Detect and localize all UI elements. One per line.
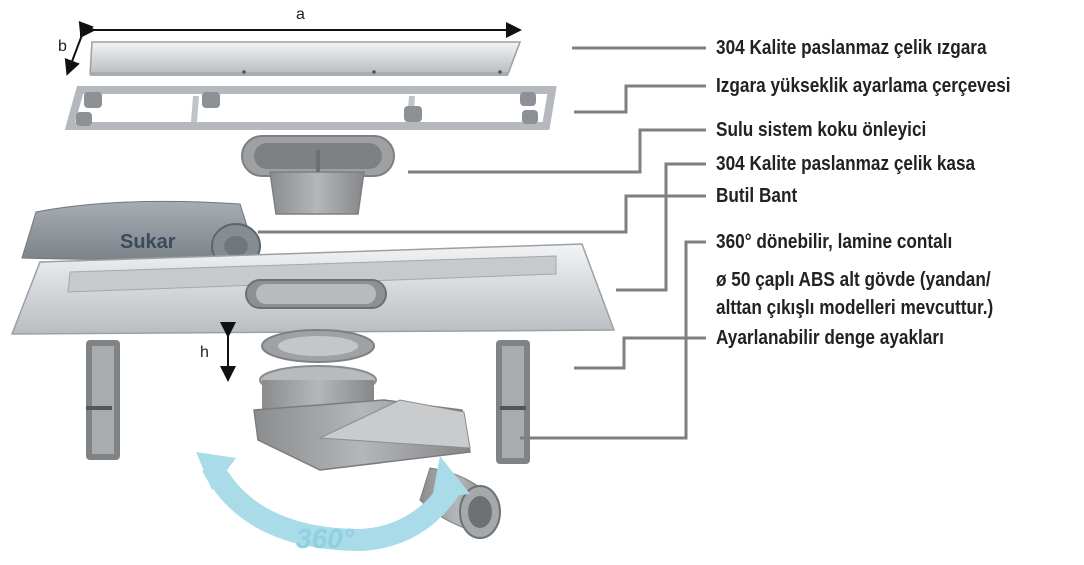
callout-housing: 304 Kalite paslanmaz çelik kasa [716,153,976,175]
odor-trap-part [241,135,395,215]
callout-tape: Butil Bant [716,185,798,207]
callout-frame: Izgara yükseklik ayarlama çerçevesi [716,75,1011,97]
leader-trap [408,128,706,174]
channel-housing-part [10,243,616,335]
callout-feet: Ayarlanabilir denge ayakları [716,327,944,349]
callout-body-line1: ø 50 çaplı ABS alt gövde (yandan/ [716,269,991,291]
grate-part [89,41,522,76]
rotation-arrow [196,452,470,552]
dimension-b-label: b [58,38,67,55]
callout-seal: 360° dönebilir, lamine contalı [716,231,953,253]
sukar-logo: Sukar [120,231,176,253]
callout-body-line2: alttan çıkışlı modelleri mevcuttur.) [716,297,994,319]
leader-frame [574,84,706,114]
leader-housing [616,162,706,292]
dimension-h-label: h [200,344,209,361]
callout-grate: 304 Kalite paslanmaz çelik ızgara [716,37,987,59]
left-foot-part [86,340,120,460]
seal-part [261,329,375,363]
leader-feet [574,336,706,370]
frame-part [64,86,557,130]
callout-trap: Sulu sistem koku önleyici [716,119,927,141]
right-foot-part [496,340,530,464]
leader-seal-body [520,240,706,440]
dimension-b-line [64,20,94,76]
leader-tape [258,194,706,234]
rotation-360-label: 360° [296,523,355,554]
dimension-a-label: a [296,6,305,23]
abs-lower-body-part [253,365,501,539]
butyl-tape-part: Sukar [21,200,261,269]
leader-lines [258,46,706,440]
